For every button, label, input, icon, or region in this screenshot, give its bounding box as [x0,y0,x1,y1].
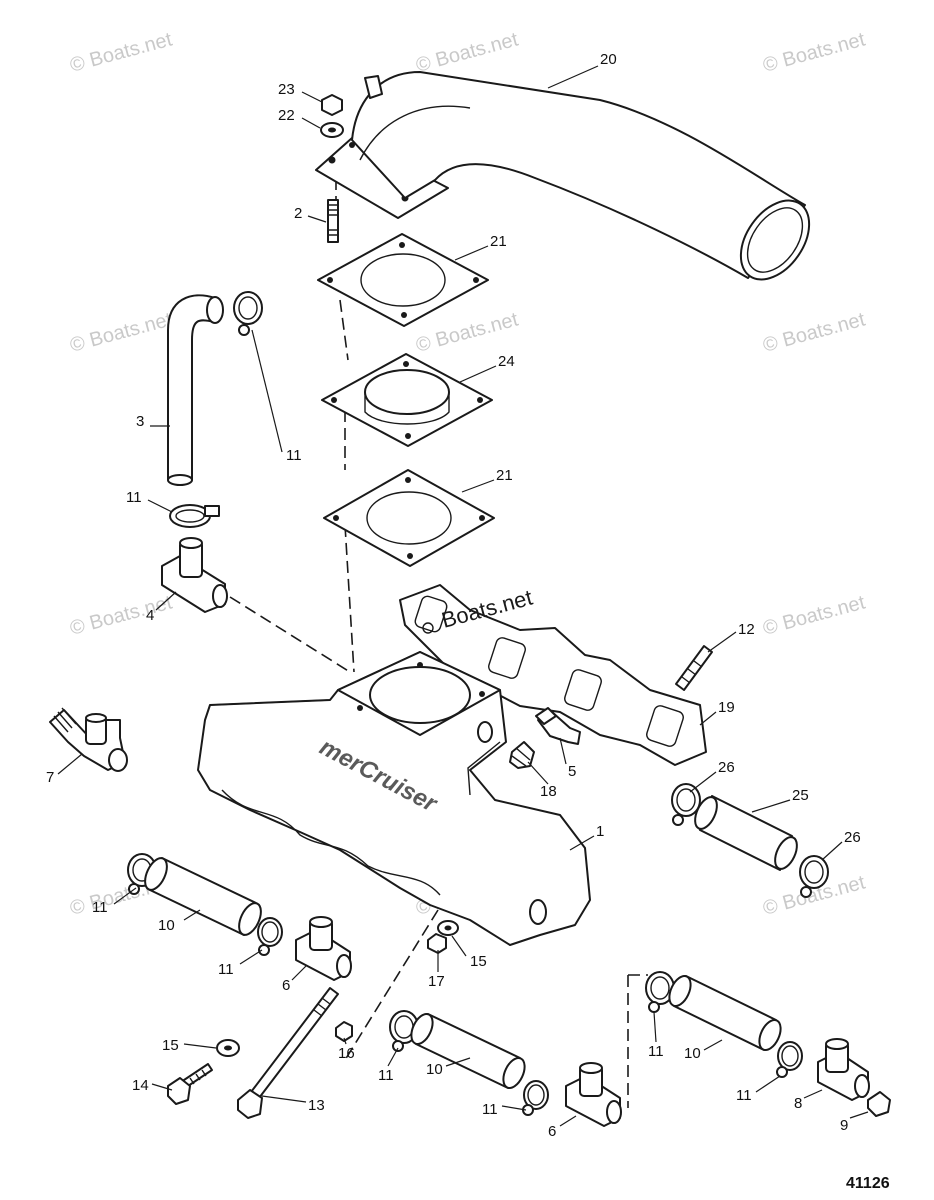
nut-16 [335,1021,353,1042]
callout-11: 11 [736,1087,752,1104]
hose-clamp-11 [522,1080,549,1116]
washer-15 [216,1039,240,1057]
bolt-13 [237,987,339,1119]
watermark: © Boats.net [414,308,521,356]
tee-fitting-7 [49,707,128,772]
callout-10: 10 [684,1045,701,1062]
callout-21: 21 [490,233,507,250]
hose-elbow-3 [167,294,224,486]
stud-12 [675,645,713,691]
callout-23: 23 [278,81,295,98]
washer-15 [437,920,459,936]
exhaust-manifold-1: merCruiser [197,651,591,946]
watermark: © Boats.net [761,28,868,76]
callout-11: 11 [378,1067,394,1084]
hose-25 [694,795,798,871]
callout-11: 11 [482,1101,498,1118]
callout-25: 25 [792,787,809,804]
alignment-lines [229,160,648,1108]
watermark: © Boats.net [761,591,868,639]
tee-fitting-6 [295,916,352,981]
leader-lines [57,65,869,1127]
callout-3: 3 [136,413,144,430]
hose-10 [668,975,782,1051]
callout-11: 11 [92,899,108,916]
callout-5: 5 [568,763,576,780]
callout-26: 26 [718,759,735,776]
watermark: © Boats.net [68,591,175,639]
callout-15: 15 [470,953,487,970]
callout-26: 26 [844,829,861,846]
callout-4: 4 [146,607,154,624]
nut-17 [427,933,447,954]
callout-6: 6 [548,1123,556,1140]
callout-10: 10 [158,917,175,934]
callout-11: 11 [286,447,302,464]
hose-10 [410,1013,526,1089]
fitting-4 [161,537,228,613]
nut-23 [321,94,343,116]
callout-11: 11 [648,1043,664,1060]
hose-clamp-11 [169,504,220,528]
callout-1: 1 [596,823,604,840]
callout-9: 9 [840,1117,848,1134]
callout-20: 20 [600,51,617,68]
callout-18: 18 [540,783,557,800]
callout-22: 22 [278,107,295,124]
hose-clamp-11 [233,291,263,336]
tee-fitting-8 [817,1038,870,1101]
figure-number: 41126 [846,1175,890,1192]
hose-clamp-11 [257,917,283,956]
hose-clamp-26 [799,855,829,898]
watermark: © Boats.net [761,308,868,356]
screw-14 [167,1063,213,1105]
gasket-21-lower [323,469,495,567]
callout-10: 10 [426,1061,443,1078]
callout-19: 19 [718,699,735,716]
watermark: © Boats.net [68,28,175,76]
callout-8: 8 [794,1095,802,1112]
watermark: © Boats.net [414,28,521,76]
callout-15: 15 [162,1037,179,1054]
gasket-21-upper [317,233,489,327]
callout-14: 14 [132,1077,149,1094]
callout-21: 21 [496,467,513,484]
callout-11: 11 [126,489,142,506]
callout-17: 17 [428,973,445,990]
callout-13: 13 [308,1097,325,1114]
fitting-5 [535,707,581,745]
tee-fitting-6 [565,1062,622,1127]
callout-7: 7 [46,769,54,786]
hose-10 [144,857,262,936]
washer-22 [320,122,344,138]
callout-12: 12 [738,621,755,638]
callout-16: 16 [338,1045,355,1062]
hose-clamp-11 [776,1041,803,1078]
callout-labels: 20 23 22 2 21 24 21 3 11 11 4 12 19 7 5 … [46,51,861,1140]
spacer-24 [321,353,493,447]
hose-clamp-26 [671,783,701,826]
callout-2: 2 [294,205,302,222]
plug-9 [867,1091,891,1117]
stud-2 [327,199,339,243]
exhaust-elbow [315,71,811,281]
callout-24: 24 [498,353,515,370]
plug-18 [509,741,535,769]
callout-6: 6 [282,977,290,994]
callout-11: 11 [218,961,234,978]
watermark: © Boats.net [68,308,175,356]
